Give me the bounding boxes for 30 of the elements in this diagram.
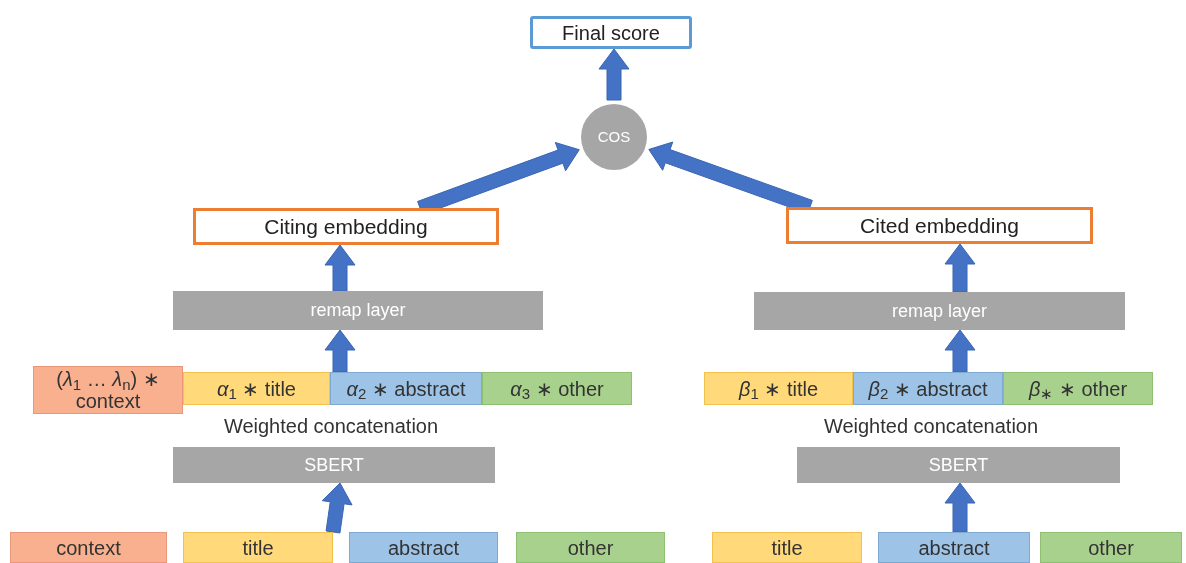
block-arrow [944, 329, 976, 373]
weighted-segment: α$_{3}$ ∗ other [482, 372, 632, 405]
block-arrow [321, 482, 353, 534]
stage-label: Weighted concatenation [822, 414, 1040, 438]
input-box: title [183, 532, 333, 563]
input-box: other [1040, 532, 1182, 563]
weighted-segment: (λ$_{1}$ … λ$_{n}$) ∗ context [33, 366, 183, 414]
stage-label: Weighted concatenation [222, 414, 440, 438]
weighted-segment: β$_{∗}$ ∗ other [1003, 372, 1153, 405]
block-arrow [944, 482, 976, 533]
input-box: abstract [349, 532, 498, 563]
model-bar: SBERT [797, 447, 1120, 483]
block-arrow [324, 244, 356, 292]
model-bar: SBERT [173, 447, 495, 483]
input-box: title [712, 532, 862, 563]
block-arrow [944, 243, 976, 293]
block-arrow [324, 329, 356, 373]
layer-bar: remap layer [173, 291, 543, 330]
input-box: context [10, 532, 167, 563]
weighted-segment: β$_{2}$ ∗ abstract [853, 372, 1003, 405]
weighted-segment: β$_{1}$ ∗ title [704, 372, 853, 405]
layer-bar: remap layer [754, 292, 1125, 330]
embedding-box: Citing embedding [193, 208, 499, 245]
weighted-segment: α$_{1}$ ∗ title [183, 372, 330, 405]
embedding-box: Cited embedding [786, 207, 1093, 244]
output-box: Final score [530, 16, 692, 49]
input-box: other [516, 532, 665, 563]
input-box: abstract [878, 532, 1030, 563]
weighted-segment: α$_{2}$ ∗ abstract [330, 372, 482, 405]
block-arrow [598, 48, 630, 101]
